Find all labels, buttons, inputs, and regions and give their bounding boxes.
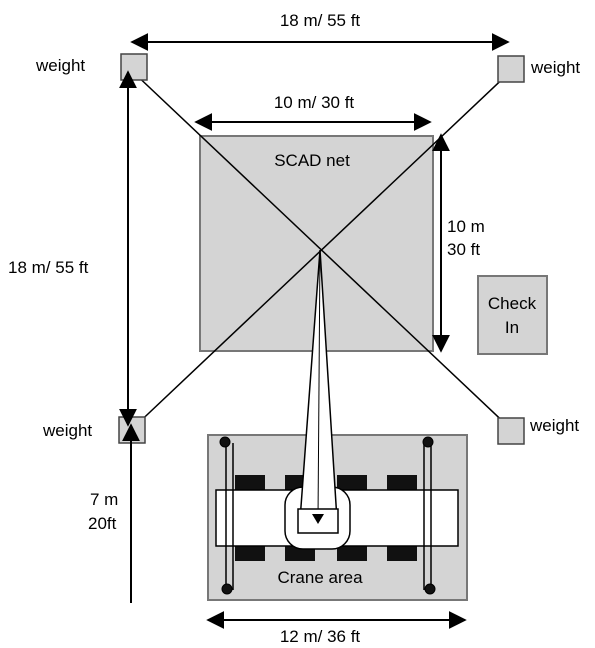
crane-area-label: Crane area	[277, 568, 363, 587]
check-in-label-2: In	[505, 318, 519, 337]
check-in-label-1: Check	[488, 294, 537, 313]
crane-gap-ft-label: 20ft	[88, 514, 117, 533]
crane-width-label: 12 m/ 36 ft	[280, 627, 361, 646]
weight-label-tl: weight	[35, 56, 85, 75]
net-height-m-label: 10 m	[447, 217, 485, 236]
check-in-box	[477, 275, 548, 355]
left-height-label: 18 m/ 55 ft	[8, 258, 89, 277]
weight-label-br: weight	[529, 416, 579, 435]
weight-block-tl	[120, 53, 148, 81]
net-width-label: 10 m/ 30 ft	[274, 93, 355, 112]
crane-boom	[297, 249, 339, 534]
weight-block-tr	[497, 55, 525, 83]
crane-gap-m-label: 7 m	[90, 490, 118, 509]
weight-label-bl: weight	[42, 421, 92, 440]
net-height-ft-label: 30 ft	[447, 240, 480, 259]
crane-area	[207, 434, 468, 601]
weight-label-tr: weight	[530, 58, 580, 77]
cable-tr-bl	[130, 69, 513, 431]
scad-net-label: SCAD net	[274, 151, 350, 170]
weight-block-br	[497, 417, 525, 445]
top-width-label: 18 m/ 55 ft	[280, 11, 361, 30]
